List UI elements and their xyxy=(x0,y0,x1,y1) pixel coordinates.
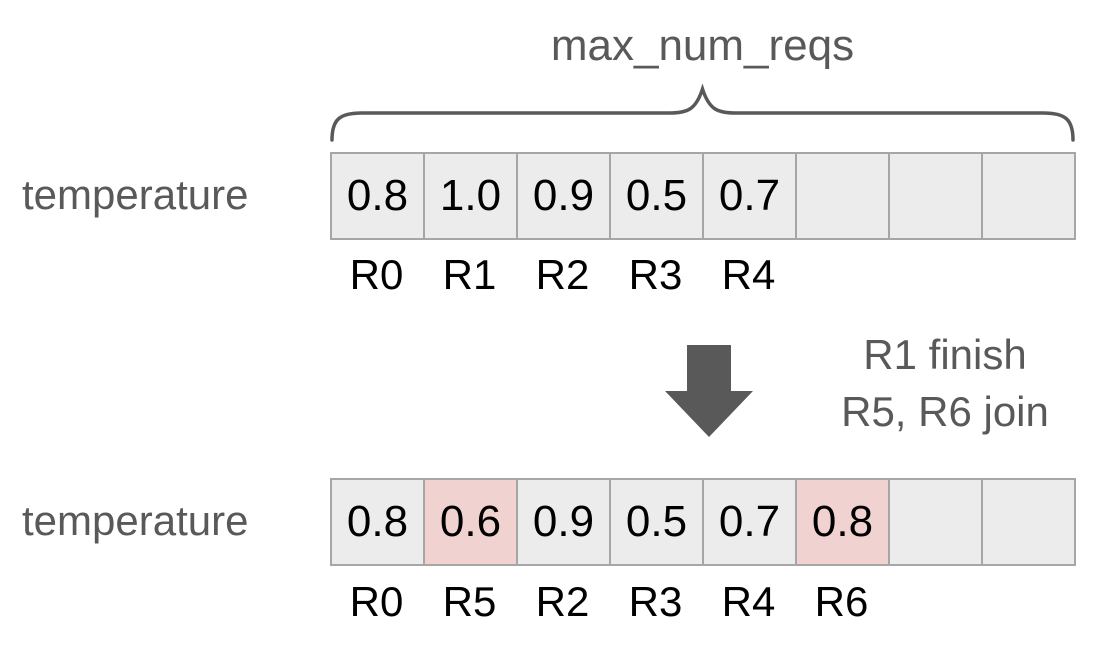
array-cell xyxy=(888,152,983,240)
array-cell: 0.8 xyxy=(330,152,425,240)
array-cell xyxy=(888,478,983,566)
req-label: R1 xyxy=(442,251,497,298)
array-cell xyxy=(795,152,890,240)
array-cell: 0.9 xyxy=(516,478,611,566)
temperature-label-bottom: temperature xyxy=(22,497,249,544)
transition-line-2: R5, R6 join xyxy=(841,388,1049,435)
array-cell: 1.0 xyxy=(423,152,518,240)
max-num-reqs-label: max_num_reqs xyxy=(550,21,855,70)
array-cell: 0.7 xyxy=(702,152,797,240)
array-cell: 0.8 xyxy=(795,478,890,566)
array-cell xyxy=(981,478,1076,566)
array-cell: 0.9 xyxy=(516,152,611,240)
temperature-label-top: temperature xyxy=(22,171,249,218)
request-labels-bottom: R0 R5 R2 R3 R4 R6 xyxy=(330,578,888,626)
req-label: R0 xyxy=(349,251,404,298)
array-cell: 0.7 xyxy=(702,478,797,566)
req-label: R4 xyxy=(721,578,776,625)
request-labels-top: R0 R1 R2 R3 R4 xyxy=(330,251,795,299)
req-label: R0 xyxy=(349,578,404,625)
array-cell: 0.8 xyxy=(330,478,425,566)
req-label: R6 xyxy=(814,578,869,625)
array-cell xyxy=(981,152,1076,240)
array-cell: 0.6 xyxy=(423,478,518,566)
transition-line-1: R1 finish xyxy=(863,331,1027,378)
down-arrow-icon xyxy=(665,345,753,437)
req-label: R3 xyxy=(628,251,683,298)
transition-note: R1 finish R5, R6 join xyxy=(795,326,1095,440)
req-label: R5 xyxy=(442,578,497,625)
req-label: R2 xyxy=(535,578,590,625)
req-label: R4 xyxy=(721,251,776,298)
brace-icon xyxy=(330,84,1075,142)
req-label: R2 xyxy=(535,251,590,298)
array-cell: 0.5 xyxy=(609,478,704,566)
req-label: R3 xyxy=(628,578,683,625)
array-cell: 0.5 xyxy=(609,152,704,240)
